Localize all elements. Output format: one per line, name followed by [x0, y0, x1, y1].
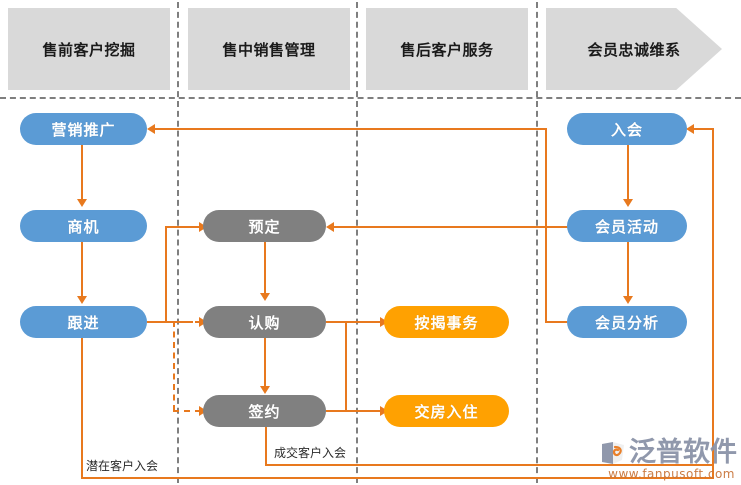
- node-marketing-promotion[interactable]: 营销推广: [20, 113, 147, 145]
- arrowhead-down-hyfx: [623, 296, 633, 304]
- arrowhead-left-rh: [686, 124, 694, 134]
- watermark: 泛普软件 www.fanpusoft.com: [600, 439, 737, 481]
- arrowhead-left-yd: [326, 222, 334, 232]
- edge-label-potential-customer-join: 潜在客户入会: [84, 457, 161, 474]
- node-label: 签约: [248, 402, 281, 421]
- phase-label: 会员忠诚维系: [587, 40, 681, 59]
- fanpu-logo-icon: [600, 440, 626, 466]
- node-reservation[interactable]: 预定: [203, 210, 326, 242]
- lane-divider-2: [356, 2, 358, 483]
- connector-into-ajsw: [356, 321, 384, 323]
- lane-divider-1: [177, 2, 179, 483]
- connector-gj-right-stub: [147, 321, 193, 323]
- node-subscription[interactable]: 认购: [203, 306, 326, 338]
- node-label: 认购: [248, 313, 281, 332]
- node-label: 预定: [248, 217, 281, 236]
- phase-band-presale: 售前客户挖掘: [8, 8, 170, 90]
- connector-right-riser-to-rh: [712, 128, 714, 479]
- watermark-url: www.fanpusoft.com: [608, 467, 735, 481]
- node-contract-signing[interactable]: 签约: [203, 395, 326, 427]
- connector-dashed-down-to-qy: [173, 321, 175, 411]
- arrowhead-down-rg: [260, 293, 270, 301]
- connector-back-to-yxtg: [155, 128, 547, 130]
- connector-rg-to-qy: [264, 338, 266, 388]
- connector-into-rh: [694, 128, 714, 130]
- arrowhead-down-sj: [77, 199, 87, 207]
- connector-potential-bottom: [81, 477, 714, 479]
- connector-qy-to-jfrz: [326, 410, 346, 412]
- connector-riser-ajsw-jfrz: [345, 321, 347, 411]
- connector-dashed-to-rg: [173, 321, 201, 323]
- connector-sj-to-gj: [81, 242, 83, 298]
- arrowhead-down-hyhd: [623, 199, 633, 207]
- arrowhead-down-qy: [260, 386, 270, 394]
- connector-yxtg-to-sj: [81, 145, 83, 201]
- node-mortgage-affairs[interactable]: 按揭事务: [384, 306, 509, 338]
- connector-gj-down-potential: [81, 338, 83, 479]
- node-label: 按揭事务: [414, 313, 479, 332]
- node-member-analysis[interactable]: 会员分析: [567, 306, 687, 338]
- watermark-brand-row: 泛普软件: [600, 439, 737, 466]
- lane-divider-3: [536, 2, 538, 483]
- arrowhead-down-gj: [77, 296, 87, 304]
- phase-label: 售后客户服务: [400, 40, 494, 59]
- node-join-membership[interactable]: 入会: [567, 113, 687, 145]
- connector-hyhd-to-hyfx: [627, 242, 629, 298]
- node-label: 入会: [610, 120, 643, 139]
- node-label: 商机: [67, 217, 100, 236]
- connector-hyhd-to-yd: [334, 226, 591, 228]
- edge-label-closed-customer-join: 成交客户入会: [272, 444, 349, 461]
- connector-qy-down-closed: [265, 427, 267, 466]
- node-label: 营销推广: [51, 120, 116, 139]
- phase-band-aftersale: 售后客户服务: [366, 8, 528, 90]
- node-business-opportunity[interactable]: 商机: [20, 210, 147, 242]
- phase-label: 售前客户挖掘: [42, 40, 136, 59]
- connector-rg-right-stub: [326, 321, 358, 323]
- node-handover-move-in[interactable]: 交房入住: [384, 395, 509, 427]
- node-member-activity[interactable]: 会员活动: [567, 210, 687, 242]
- connector-rh-to-hyhd: [627, 145, 629, 201]
- node-label: 会员活动: [594, 217, 659, 236]
- connector-hyfx-up: [545, 128, 547, 323]
- connector-yd-to-rg: [264, 242, 266, 295]
- phase-band-insale: 售中销售管理: [188, 8, 350, 90]
- phase-band-membership: 会员忠诚维系: [546, 8, 722, 90]
- phase-band-underline: [0, 97, 741, 99]
- connector-into-yd: [165, 226, 203, 228]
- arrowhead-left-yxtg: [147, 124, 155, 134]
- connector-closed-bottom: [265, 464, 714, 466]
- connector-into-jfrz: [345, 410, 384, 412]
- watermark-brand-text: 泛普软件: [629, 437, 737, 468]
- phase-label: 售中销售管理: [222, 40, 316, 59]
- node-label: 交房入住: [414, 402, 479, 421]
- node-label: 跟进: [67, 313, 100, 332]
- connector-gj-up-to-yd: [165, 226, 167, 323]
- connector-dashed-to-qy: [173, 410, 201, 412]
- node-follow-up[interactable]: 跟进: [20, 306, 147, 338]
- node-label: 会员分析: [594, 313, 659, 332]
